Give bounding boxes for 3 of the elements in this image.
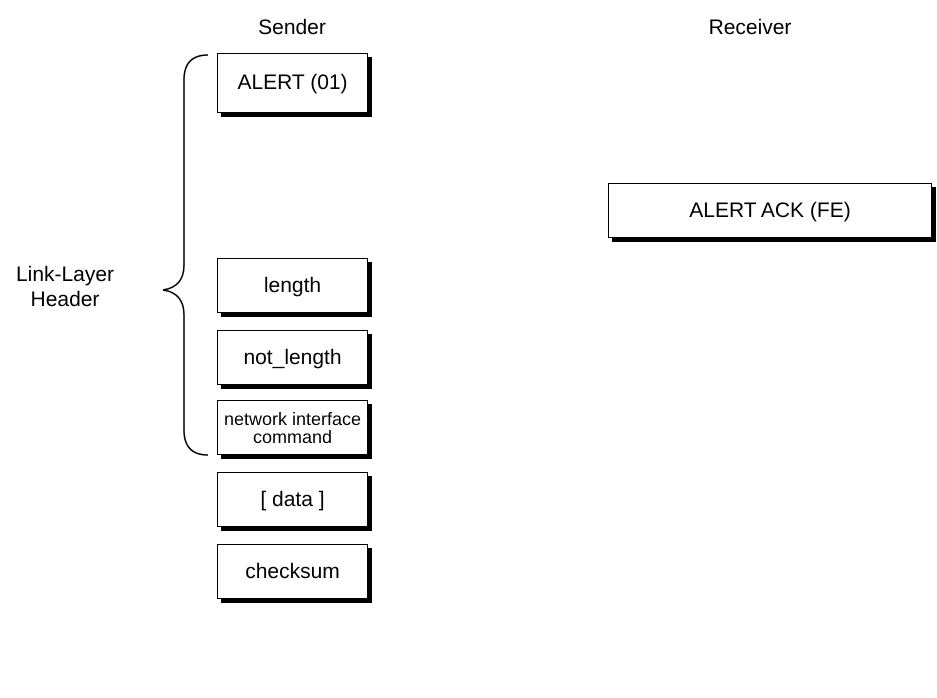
column-heading: Sender — [257, 15, 327, 40]
column-heading: Receiver — [708, 15, 792, 40]
bracket-label: Link-Layer Header — [14, 262, 116, 312]
